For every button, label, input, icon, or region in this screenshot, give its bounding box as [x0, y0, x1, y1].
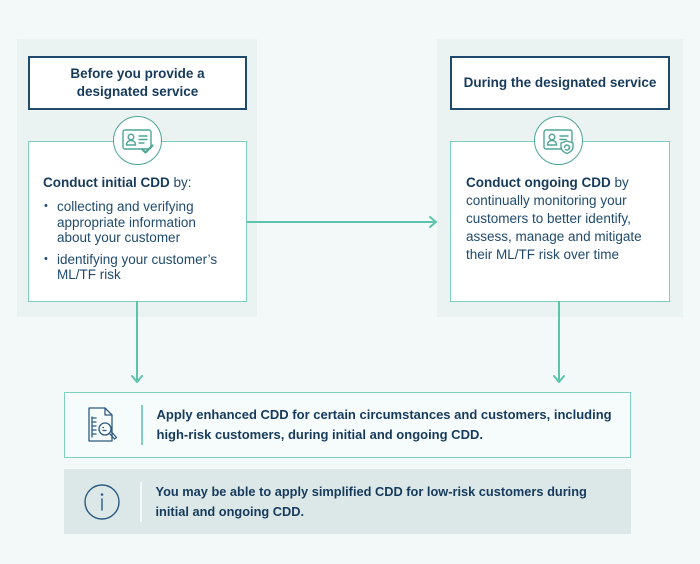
simplified-cdd-box: You may be able to apply simplified CDD …: [64, 469, 631, 534]
arrow-right-icon: [429, 216, 437, 228]
initial-cdd-title-rest: by:: [169, 175, 192, 190]
id-card-shield-icon: [534, 116, 583, 165]
ongoing-cdd-title-bold: Conduct ongoing CDD: [466, 175, 611, 190]
during-service-header-text: During the designated service: [463, 75, 657, 90]
during-service-header: During the designated service: [450, 56, 670, 110]
document-magnifier-icon: [65, 393, 141, 457]
enhanced-cdd-text: Apply enhanced CDD for certain circumsta…: [156, 407, 612, 442]
simplified-cdd-text: You may be able to apply simplified CDD …: [155, 483, 587, 519]
before-service-header: Before you provide a designated service: [28, 56, 247, 110]
connector-line-right: [558, 301, 560, 381]
connector-line-horizontal: [247, 221, 434, 223]
ongoing-cdd-text: Conduct ongoing CDD by continually monit…: [466, 174, 655, 264]
list-item: identifying your customer’s ML/TF risk: [43, 252, 232, 283]
initial-cdd-title-bold: Conduct initial CDD: [43, 175, 170, 190]
divider: [140, 481, 142, 522]
arrow-down-icon: [553, 375, 565, 383]
arrow-down-icon: [131, 375, 143, 383]
ongoing-cdd-description: by continually monitoring your customers…: [466, 175, 642, 262]
initial-cdd-list: collecting and verifying appropriate inf…: [43, 199, 232, 283]
ongoing-cdd-box: Conduct ongoing CDD by continually monit…: [450, 141, 670, 302]
connector-line-left: [136, 301, 138, 381]
before-service-header-text: Before you provide a designated service: [70, 66, 205, 99]
info-icon: [64, 469, 140, 534]
initial-cdd-box: Conduct initial CDD by: collecting and v…: [28, 141, 247, 302]
enhanced-cdd-box: Apply enhanced CDD for certain circumsta…: [64, 392, 631, 458]
divider: [141, 405, 143, 445]
initial-cdd-title: Conduct initial CDD by:: [43, 174, 232, 191]
list-item: collecting and verifying appropriate inf…: [43, 199, 232, 246]
id-card-check-icon: [113, 116, 162, 165]
